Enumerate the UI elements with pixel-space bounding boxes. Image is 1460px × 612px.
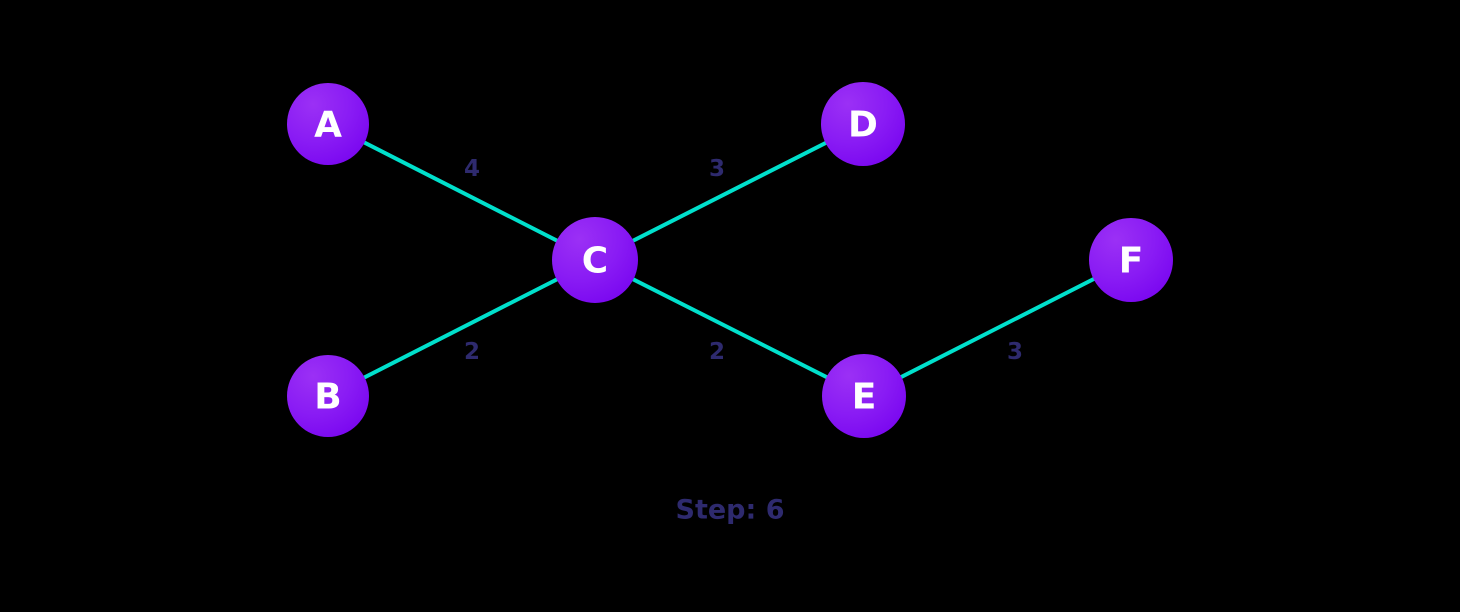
- graph-node-label-a: A: [314, 105, 342, 146]
- graph-node-circle-e[interactable]: [822, 354, 906, 438]
- graph-node-f[interactable]: F: [1089, 218, 1173, 302]
- graph-node-circle-a[interactable]: [287, 83, 369, 165]
- graph-node-label-d: D: [848, 105, 878, 146]
- graph-node-label-c: C: [582, 241, 608, 282]
- graph-node-label-b: B: [314, 377, 341, 418]
- graph-node-label-e: E: [852, 377, 877, 418]
- graph-edge-e-f: [862, 258, 1133, 398]
- edges-layer: [326, 122, 1133, 398]
- graph-node-d[interactable]: D: [821, 82, 905, 166]
- graph-edge-a-c: [326, 122, 597, 262]
- edge-weight-c-d: 3: [709, 156, 725, 182]
- nodes-layer: A B C D E F: [287, 82, 1173, 438]
- edge-weight-e-f: 3: [1007, 339, 1023, 365]
- graph-node-circle-b[interactable]: [287, 355, 369, 437]
- graph-edge-c-d: [593, 122, 865, 262]
- graph-node-label-f: F: [1119, 241, 1144, 282]
- graph-edge-b-c: [326, 258, 597, 398]
- graph-edge-c-e: [593, 258, 866, 398]
- graph-node-circle-f[interactable]: [1089, 218, 1173, 302]
- edge-weight-c-e: 2: [709, 339, 725, 365]
- edge-weight-b-c: 2: [464, 339, 480, 365]
- step-counter-label: Step: 6: [676, 495, 785, 526]
- graph-node-b[interactable]: B: [287, 355, 369, 437]
- edge-weights-layer: 4 3 2 2 3: [464, 156, 1023, 365]
- graph-node-circle-d[interactable]: [821, 82, 905, 166]
- graph-node-c[interactable]: C: [552, 217, 638, 303]
- graph-node-a[interactable]: A: [287, 83, 369, 165]
- edge-weight-a-c: 4: [464, 156, 480, 182]
- graph-node-e[interactable]: E: [822, 354, 906, 438]
- graph-node-circle-c[interactable]: [552, 217, 638, 303]
